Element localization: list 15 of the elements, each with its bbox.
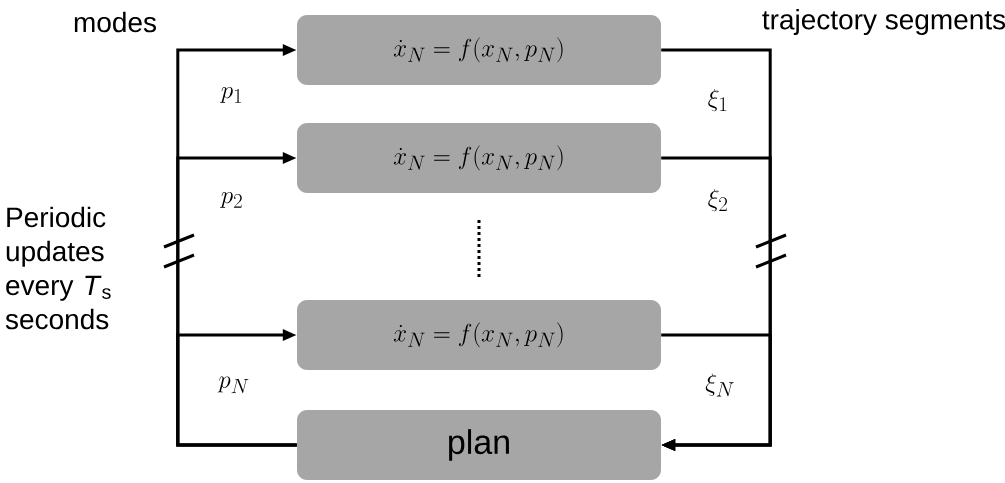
- plan-box: plan: [297, 410, 661, 480]
- edge-label: $p_1$: [220, 87, 242, 103]
- connector-arrow: [661, 333, 772, 451]
- equation-box: $\dot{x}_N = f(x_N, p_N)$: [297, 300, 661, 370]
- edge-label: $p_N$: [217, 376, 249, 394]
- heading-label: trajectory segments: [762, 8, 1005, 36]
- edge-label: $\xi_2$: [708, 188, 727, 212]
- edge-label: $\xi_N$: [705, 373, 734, 397]
- edge-label: $\xi_1$: [708, 88, 727, 112]
- equation-box: $\dot{x}_N = f(x_N, p_N)$: [297, 123, 661, 193]
- heading-label: modes: [74, 11, 156, 33]
- edge-label: $p_2$: [220, 192, 242, 208]
- side-note: Periodic updates every T$_{s}$ seconds: [5, 206, 111, 330]
- equation-box: $\dot{x}_N = f(x_N, p_N)$: [297, 15, 661, 85]
- connector-arrow: [176, 329, 297, 447]
